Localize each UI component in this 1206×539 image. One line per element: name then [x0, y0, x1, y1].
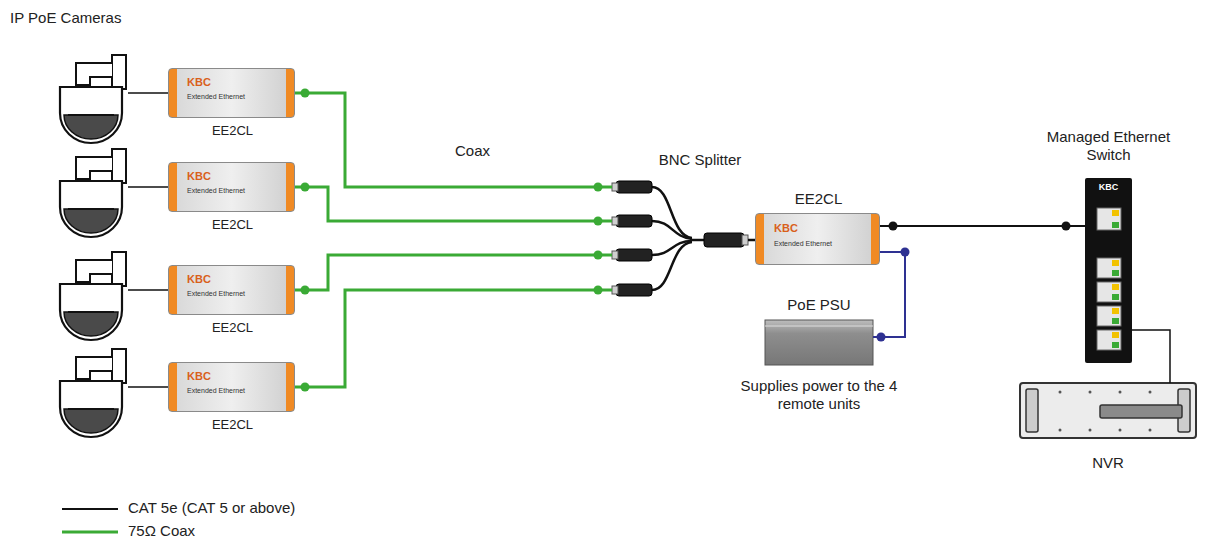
unit-text: KBC: [1099, 182, 1119, 193]
legend-text: CAT 5e (CAT 5 or above): [128, 499, 295, 517]
unit-label: PoE PSU: [787, 296, 850, 314]
unit-label: BNC Splitter: [659, 151, 742, 169]
unit-text: Extended Ethernet: [187, 387, 245, 395]
dome-camera: [60, 149, 126, 237]
bnc-splitter: BNC Splitter: [612, 175, 748, 300]
managed-switch: Managed Ethernet SwitchKBC: [1085, 178, 1132, 363]
unit-label: EE2CL: [212, 217, 253, 233]
dome-camera: [60, 55, 126, 143]
cable-connector: [873, 252, 905, 337]
unit-label: Managed Ethernet Switch: [1039, 128, 1179, 164]
unit-text: Extended Ethernet: [187, 93, 245, 101]
unit-label: NVR: [1092, 454, 1124, 472]
unit-text: Extended Ethernet: [187, 187, 245, 195]
unit-label: Supplies power to the 4 remote units: [732, 377, 907, 413]
unit-text: KBC: [187, 370, 211, 383]
camera-cable: [128, 93, 168, 387]
dome-camera: [60, 349, 126, 437]
unit-text: KBC: [774, 222, 798, 235]
nvr-drawing: [1020, 383, 1196, 438]
cable-connector: [880, 225, 1085, 227]
nvr: NVR: [1020, 383, 1196, 438]
poe-psu: PoE PSUSupplies power to the 4 remote un…: [765, 320, 873, 365]
unit-text: KBC: [187, 273, 211, 286]
psu-drawing: [765, 320, 873, 365]
unit-text: KBC: [187, 76, 211, 89]
bnc-splitter-drawing: [612, 181, 748, 296]
legend-sample-cat5e: [62, 508, 118, 510]
cable-connector: [748, 239, 755, 242]
unit-label: EE2CL: [795, 190, 843, 208]
extender-unit: KBCExtended EthernetEE2CL: [168, 265, 295, 315]
legend-text: 75Ω Coax: [128, 522, 195, 539]
switch-drawing: [1085, 178, 1132, 363]
cable-label: Coax: [455, 142, 490, 160]
extender-unit: KBCExtended EthernetEE2CL: [168, 162, 295, 212]
cable-connector: [295, 255, 612, 290]
cable-connector: [1132, 330, 1170, 383]
diagram-title: IP PoE Cameras: [10, 9, 121, 27]
unit-text: Extended Ethernet: [774, 240, 832, 248]
unit-label: EE2CL: [212, 123, 253, 139]
unit-label: EE2CL: [212, 320, 253, 336]
extender-unit: KBCExtended EthernetEE2CL: [168, 362, 295, 412]
dome-camera: [60, 252, 126, 340]
cable-connector: [295, 290, 612, 387]
unit-text: KBC: [187, 170, 211, 183]
unit-label: EE2CL: [212, 417, 253, 433]
unit-text: Extended Ethernet: [187, 290, 245, 298]
extender-unit: EE2CLKBCExtended Ethernet: [755, 213, 880, 265]
extender-unit: KBCExtended EthernetEE2CL: [168, 68, 295, 118]
cable-connector: [295, 93, 612, 187]
cable-connector: [295, 187, 612, 221]
legend-sample-coax: [62, 531, 118, 534]
